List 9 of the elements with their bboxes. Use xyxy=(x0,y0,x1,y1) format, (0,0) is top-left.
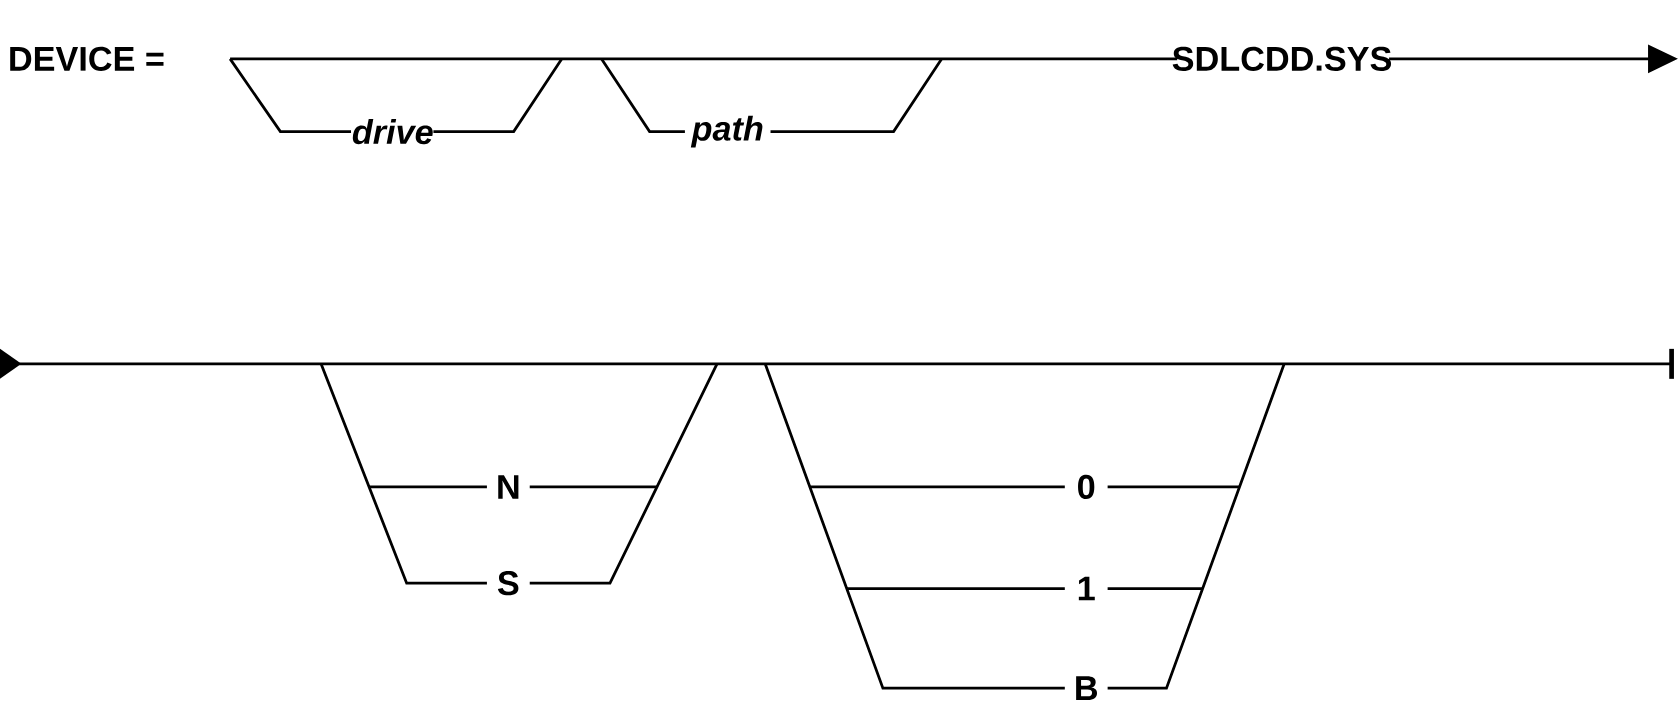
option: 0 xyxy=(1078,475,1095,500)
option: S xyxy=(497,571,519,596)
option: 1 xyxy=(1078,577,1095,601)
option: B xyxy=(1076,676,1097,701)
keyword: SDLCDD.SYS xyxy=(1172,47,1392,72)
option: N xyxy=(498,475,519,499)
parameter: path xyxy=(690,115,763,148)
keyword: DEVICE = xyxy=(10,47,164,72)
parameter: drive xyxy=(352,119,433,145)
